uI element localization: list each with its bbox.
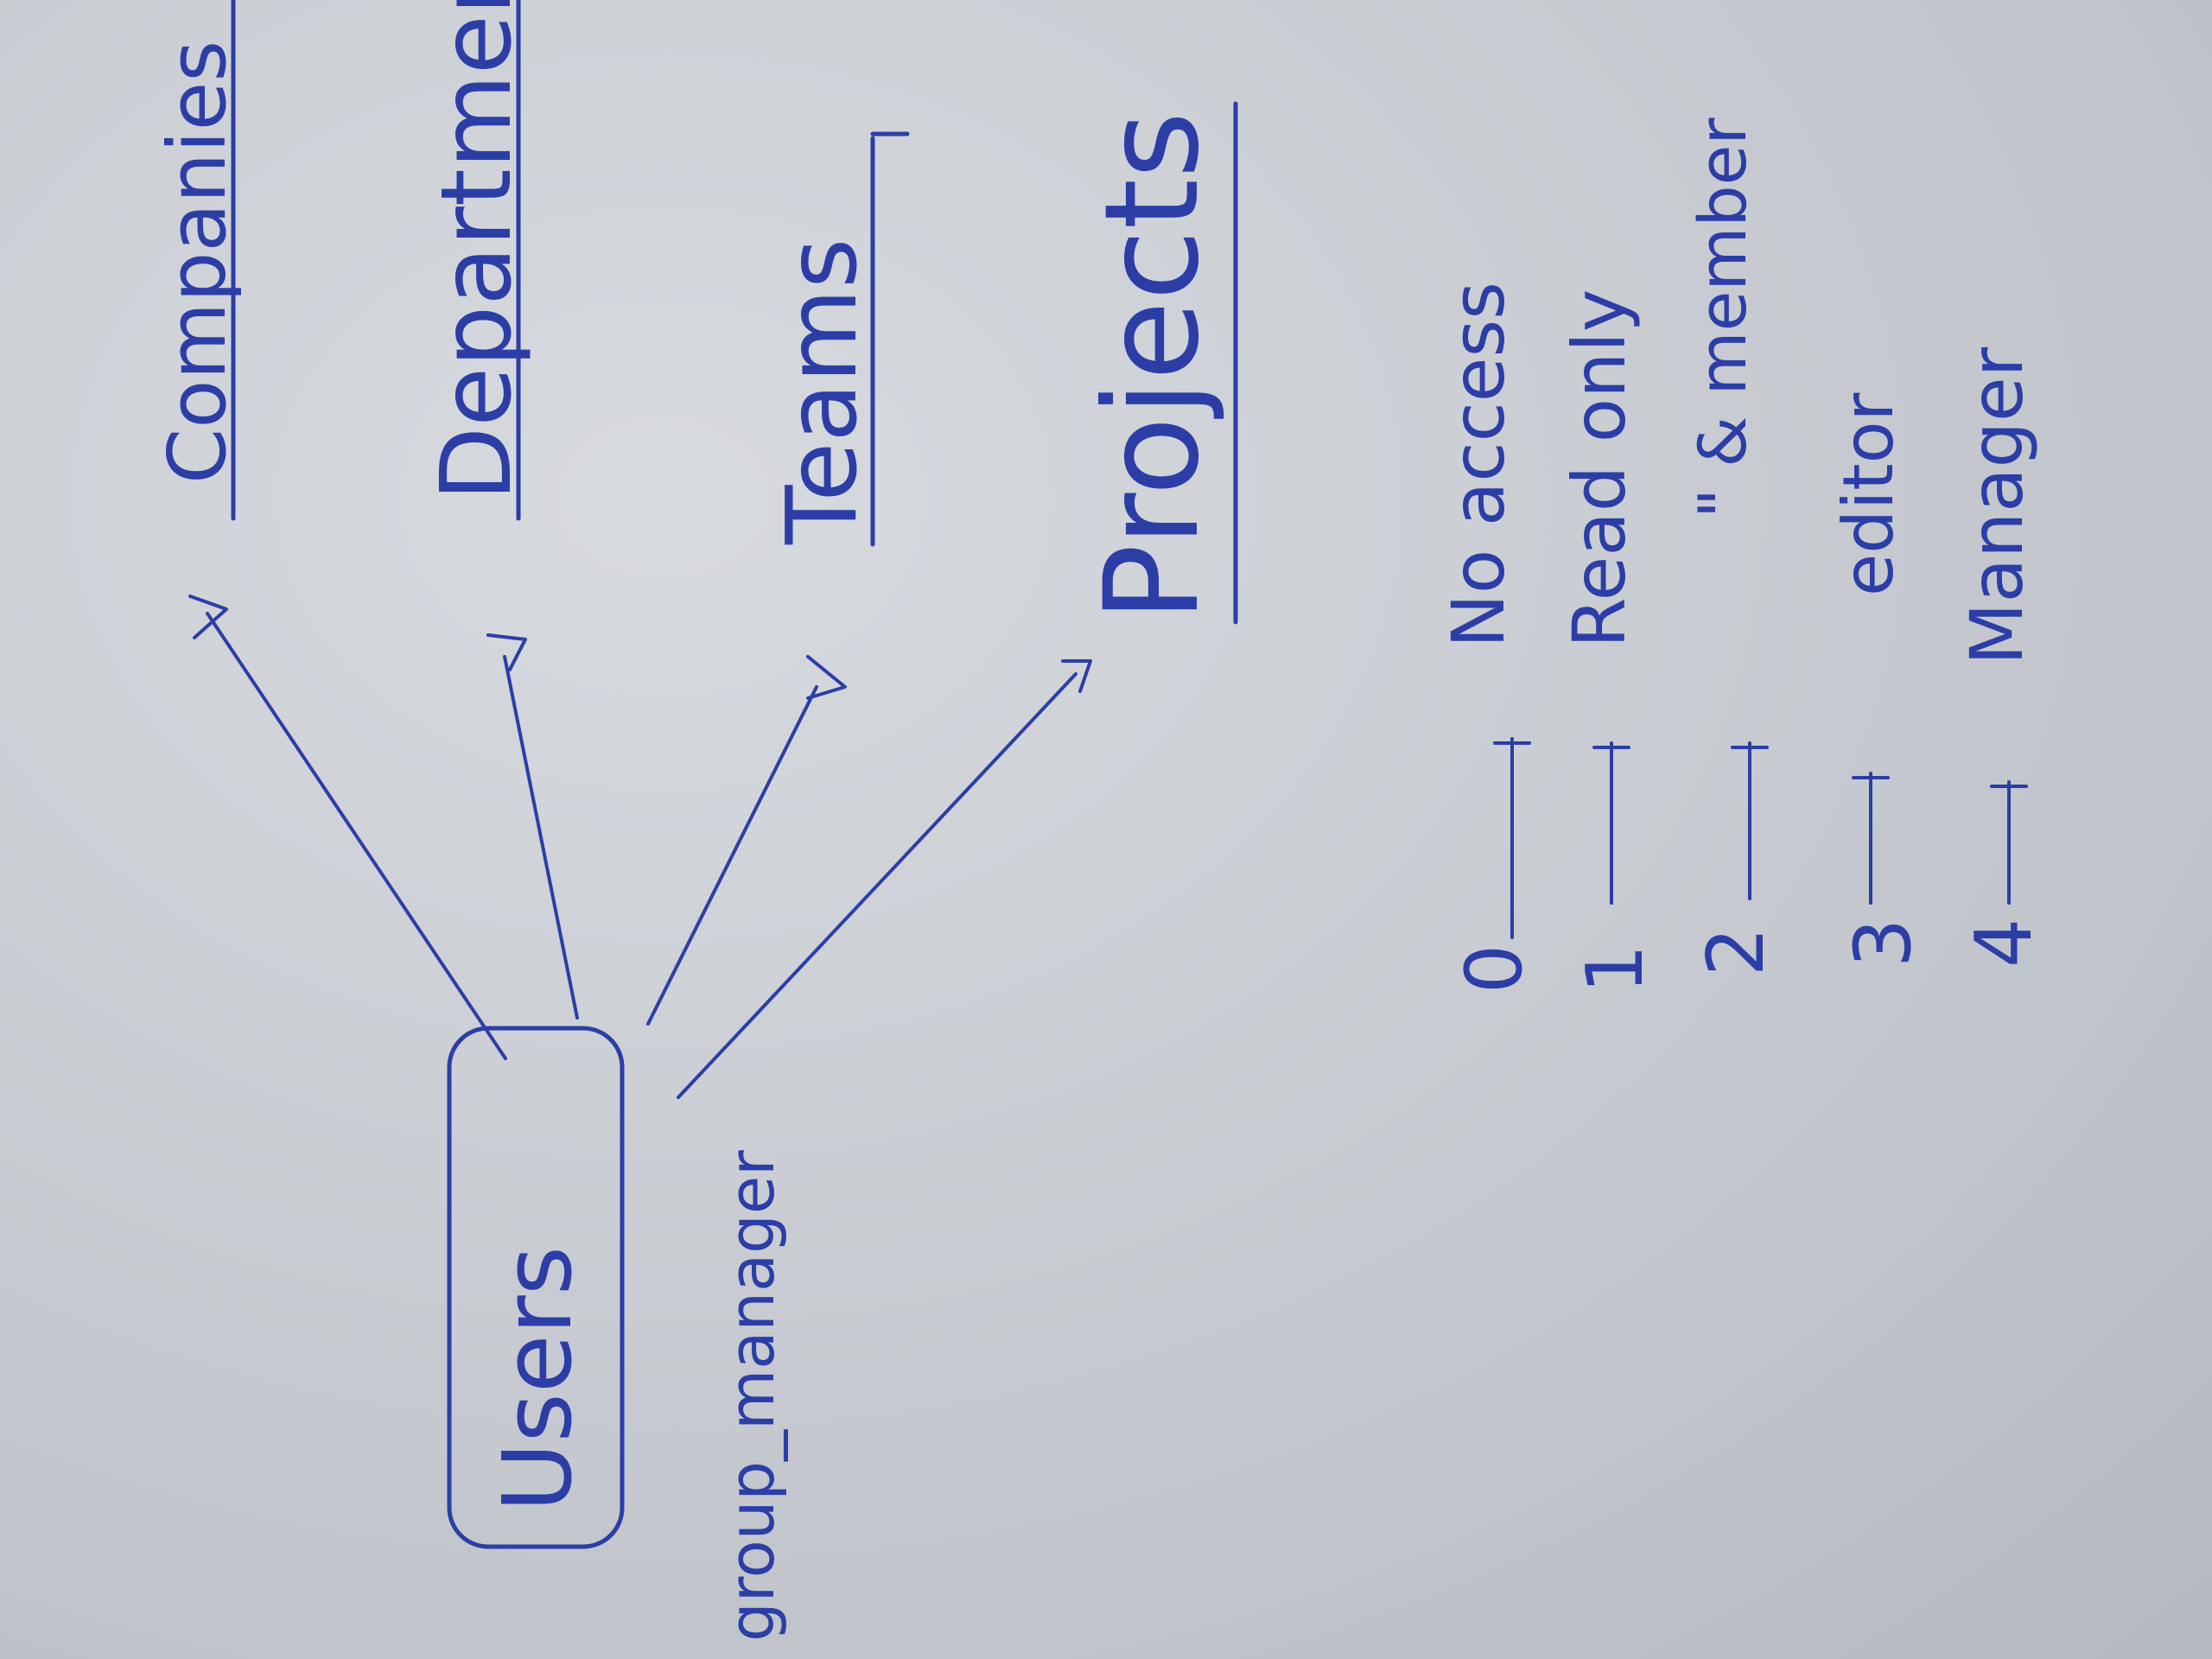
- level-number-3: 3: [1838, 918, 1929, 968]
- level-number-0: 0: [1449, 944, 1540, 994]
- arrow-to-projects: [677, 672, 1077, 1099]
- teams-label: Teams: [766, 238, 879, 545]
- users-box: [447, 1026, 625, 1549]
- departments-label: Departments: [421, 0, 533, 501]
- arrow-to-companies: [206, 612, 507, 1060]
- relationship-arrows: [188, 594, 1092, 1099]
- level-number-2: 2: [1691, 927, 1782, 976]
- arrow-to-teams: [646, 685, 818, 1026]
- level-label-4: Manager: [1955, 346, 2039, 665]
- users-label: Users: [482, 1246, 593, 1512]
- level-number-4: 4: [1959, 918, 2050, 968]
- arrowhead-departments-icon: [486, 633, 527, 671]
- arrowhead-projects-icon: [1061, 659, 1092, 693]
- arrow-to-departments: [503, 655, 579, 1020]
- legend-arrows: [1493, 737, 2028, 939]
- level-label-0: No access: [1436, 282, 1521, 648]
- group-manager-label: group_manager: [715, 1150, 788, 1642]
- level-number-1: 1: [1570, 944, 1661, 994]
- projects-label: Projects: [1077, 111, 1228, 622]
- companies-label: Companies: [151, 41, 244, 484]
- level-label-1: Read only: [1557, 289, 1642, 648]
- level-label-3: editor: [1828, 392, 1909, 596]
- levels-legend: 0 No access 1 Read only 2 " & member 3 e…: [1436, 118, 2050, 994]
- level-label-2: " & member: [1684, 118, 1761, 518]
- arrowhead-teams-icon: [806, 655, 847, 700]
- teams-underline: [870, 131, 910, 547]
- arrowhead-companies-icon: [188, 594, 228, 639]
